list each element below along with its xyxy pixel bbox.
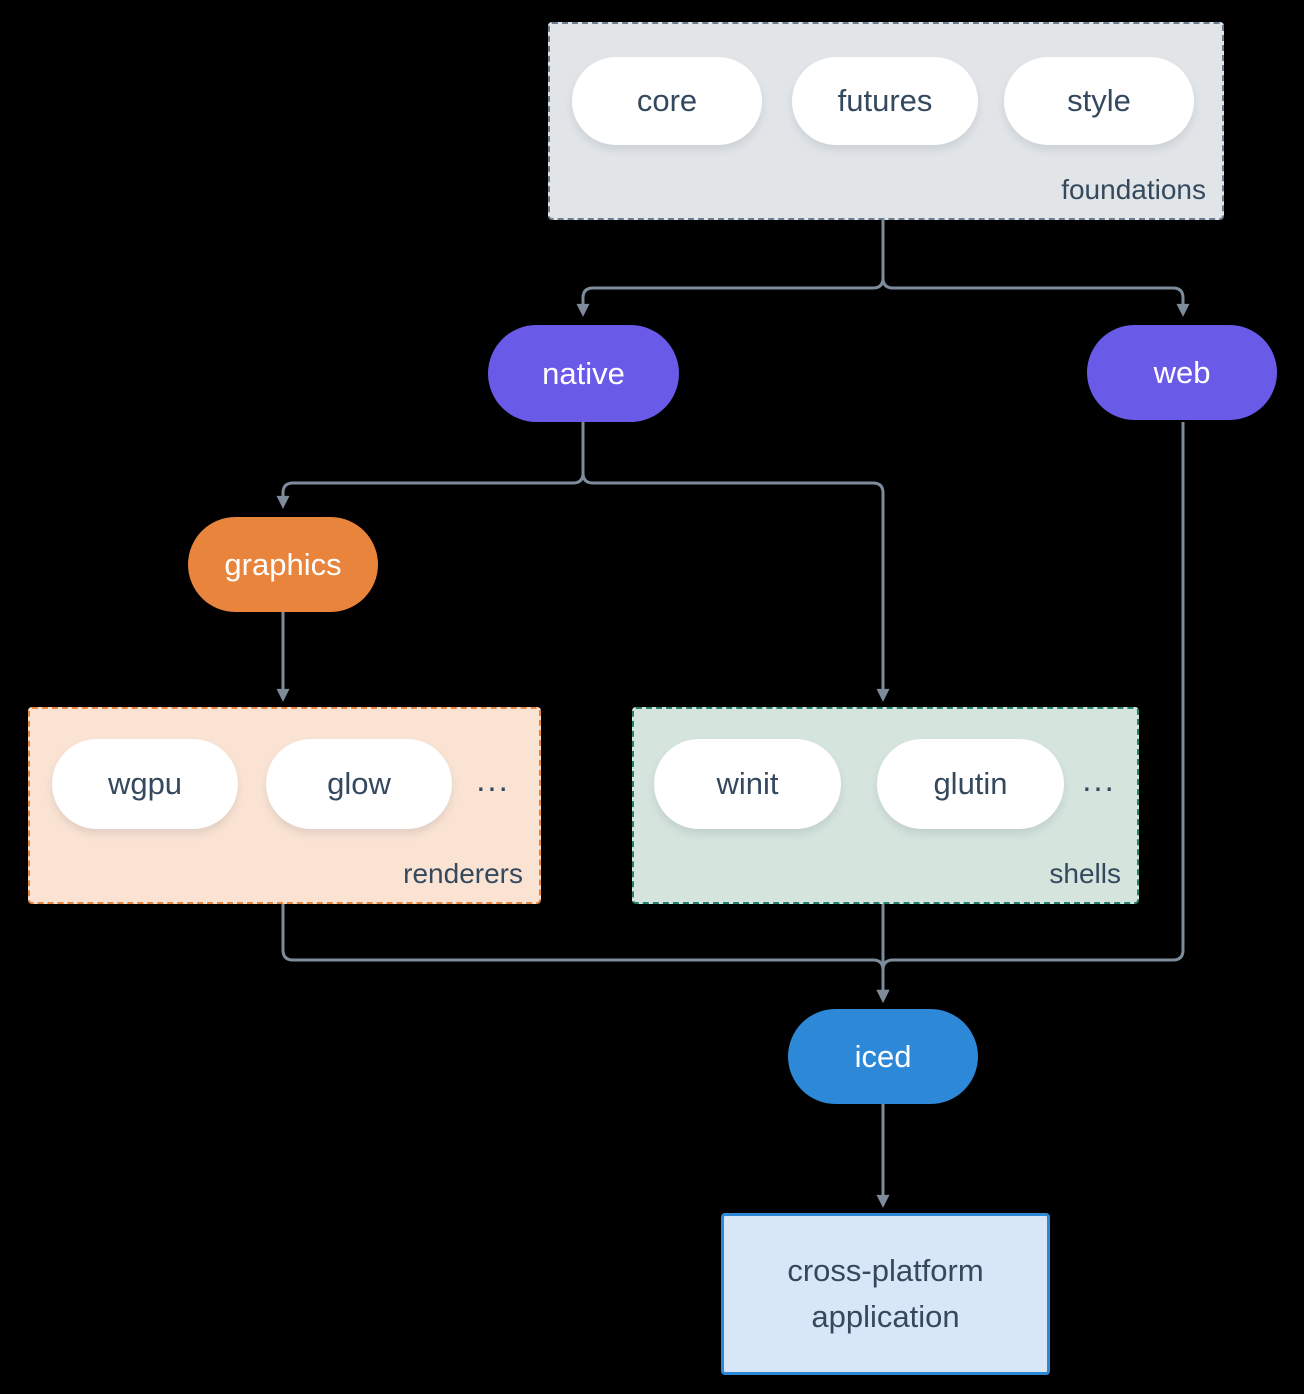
node-web: web (1087, 325, 1277, 420)
node-glow-label: glow (327, 766, 391, 801)
node-wgpu: wgpu (52, 739, 238, 829)
node-glutin-label: glutin (933, 766, 1008, 801)
node-futures: futures (792, 57, 978, 145)
node-futures-label: futures (837, 83, 933, 118)
node-wgpu-label: wgpu (107, 766, 183, 801)
node-winit: winit (654, 739, 841, 829)
node-glow: glow (266, 739, 452, 829)
node-style-label: style (1067, 83, 1131, 118)
edge-web-iced (876, 422, 1185, 1003)
node-winit-label: winit (716, 766, 779, 801)
node-native: native (488, 325, 679, 422)
edge-native-shells (581, 422, 890, 702)
shells-group: winit glutin ... shells (632, 707, 1139, 904)
shells-ellipsis: ... (1082, 761, 1116, 798)
edge-foundations-web (881, 216, 1190, 317)
node-application: cross-platform application (721, 1213, 1050, 1375)
node-iced: iced (788, 1009, 978, 1104)
node-core-label: core (636, 83, 698, 118)
renderers-group: wgpu glow ... renderers (28, 707, 541, 904)
renderers-group-label: renderers (403, 858, 523, 889)
node-glutin: glutin (877, 739, 1064, 829)
node-graphics-label: graphics (224, 546, 342, 582)
edge-renderers-iced (281, 901, 890, 1003)
edge-foundations-native (576, 216, 885, 317)
foundations-group-label: foundations (1061, 174, 1206, 205)
node-style: style (1004, 57, 1194, 145)
node-iced-label: iced (854, 1038, 912, 1074)
node-application-line2: application (811, 1299, 960, 1334)
node-web-label: web (1153, 354, 1211, 390)
node-core: core (572, 57, 762, 145)
node-native-label: native (542, 355, 625, 391)
renderers-ellipsis: ... (476, 761, 510, 798)
node-application-line1: cross-platform (787, 1252, 984, 1288)
edge-native-graphics (276, 422, 585, 509)
foundations-group: core futures style foundations (548, 22, 1224, 220)
shells-group-label: shells (1049, 858, 1121, 889)
node-graphics: graphics (188, 517, 378, 612)
